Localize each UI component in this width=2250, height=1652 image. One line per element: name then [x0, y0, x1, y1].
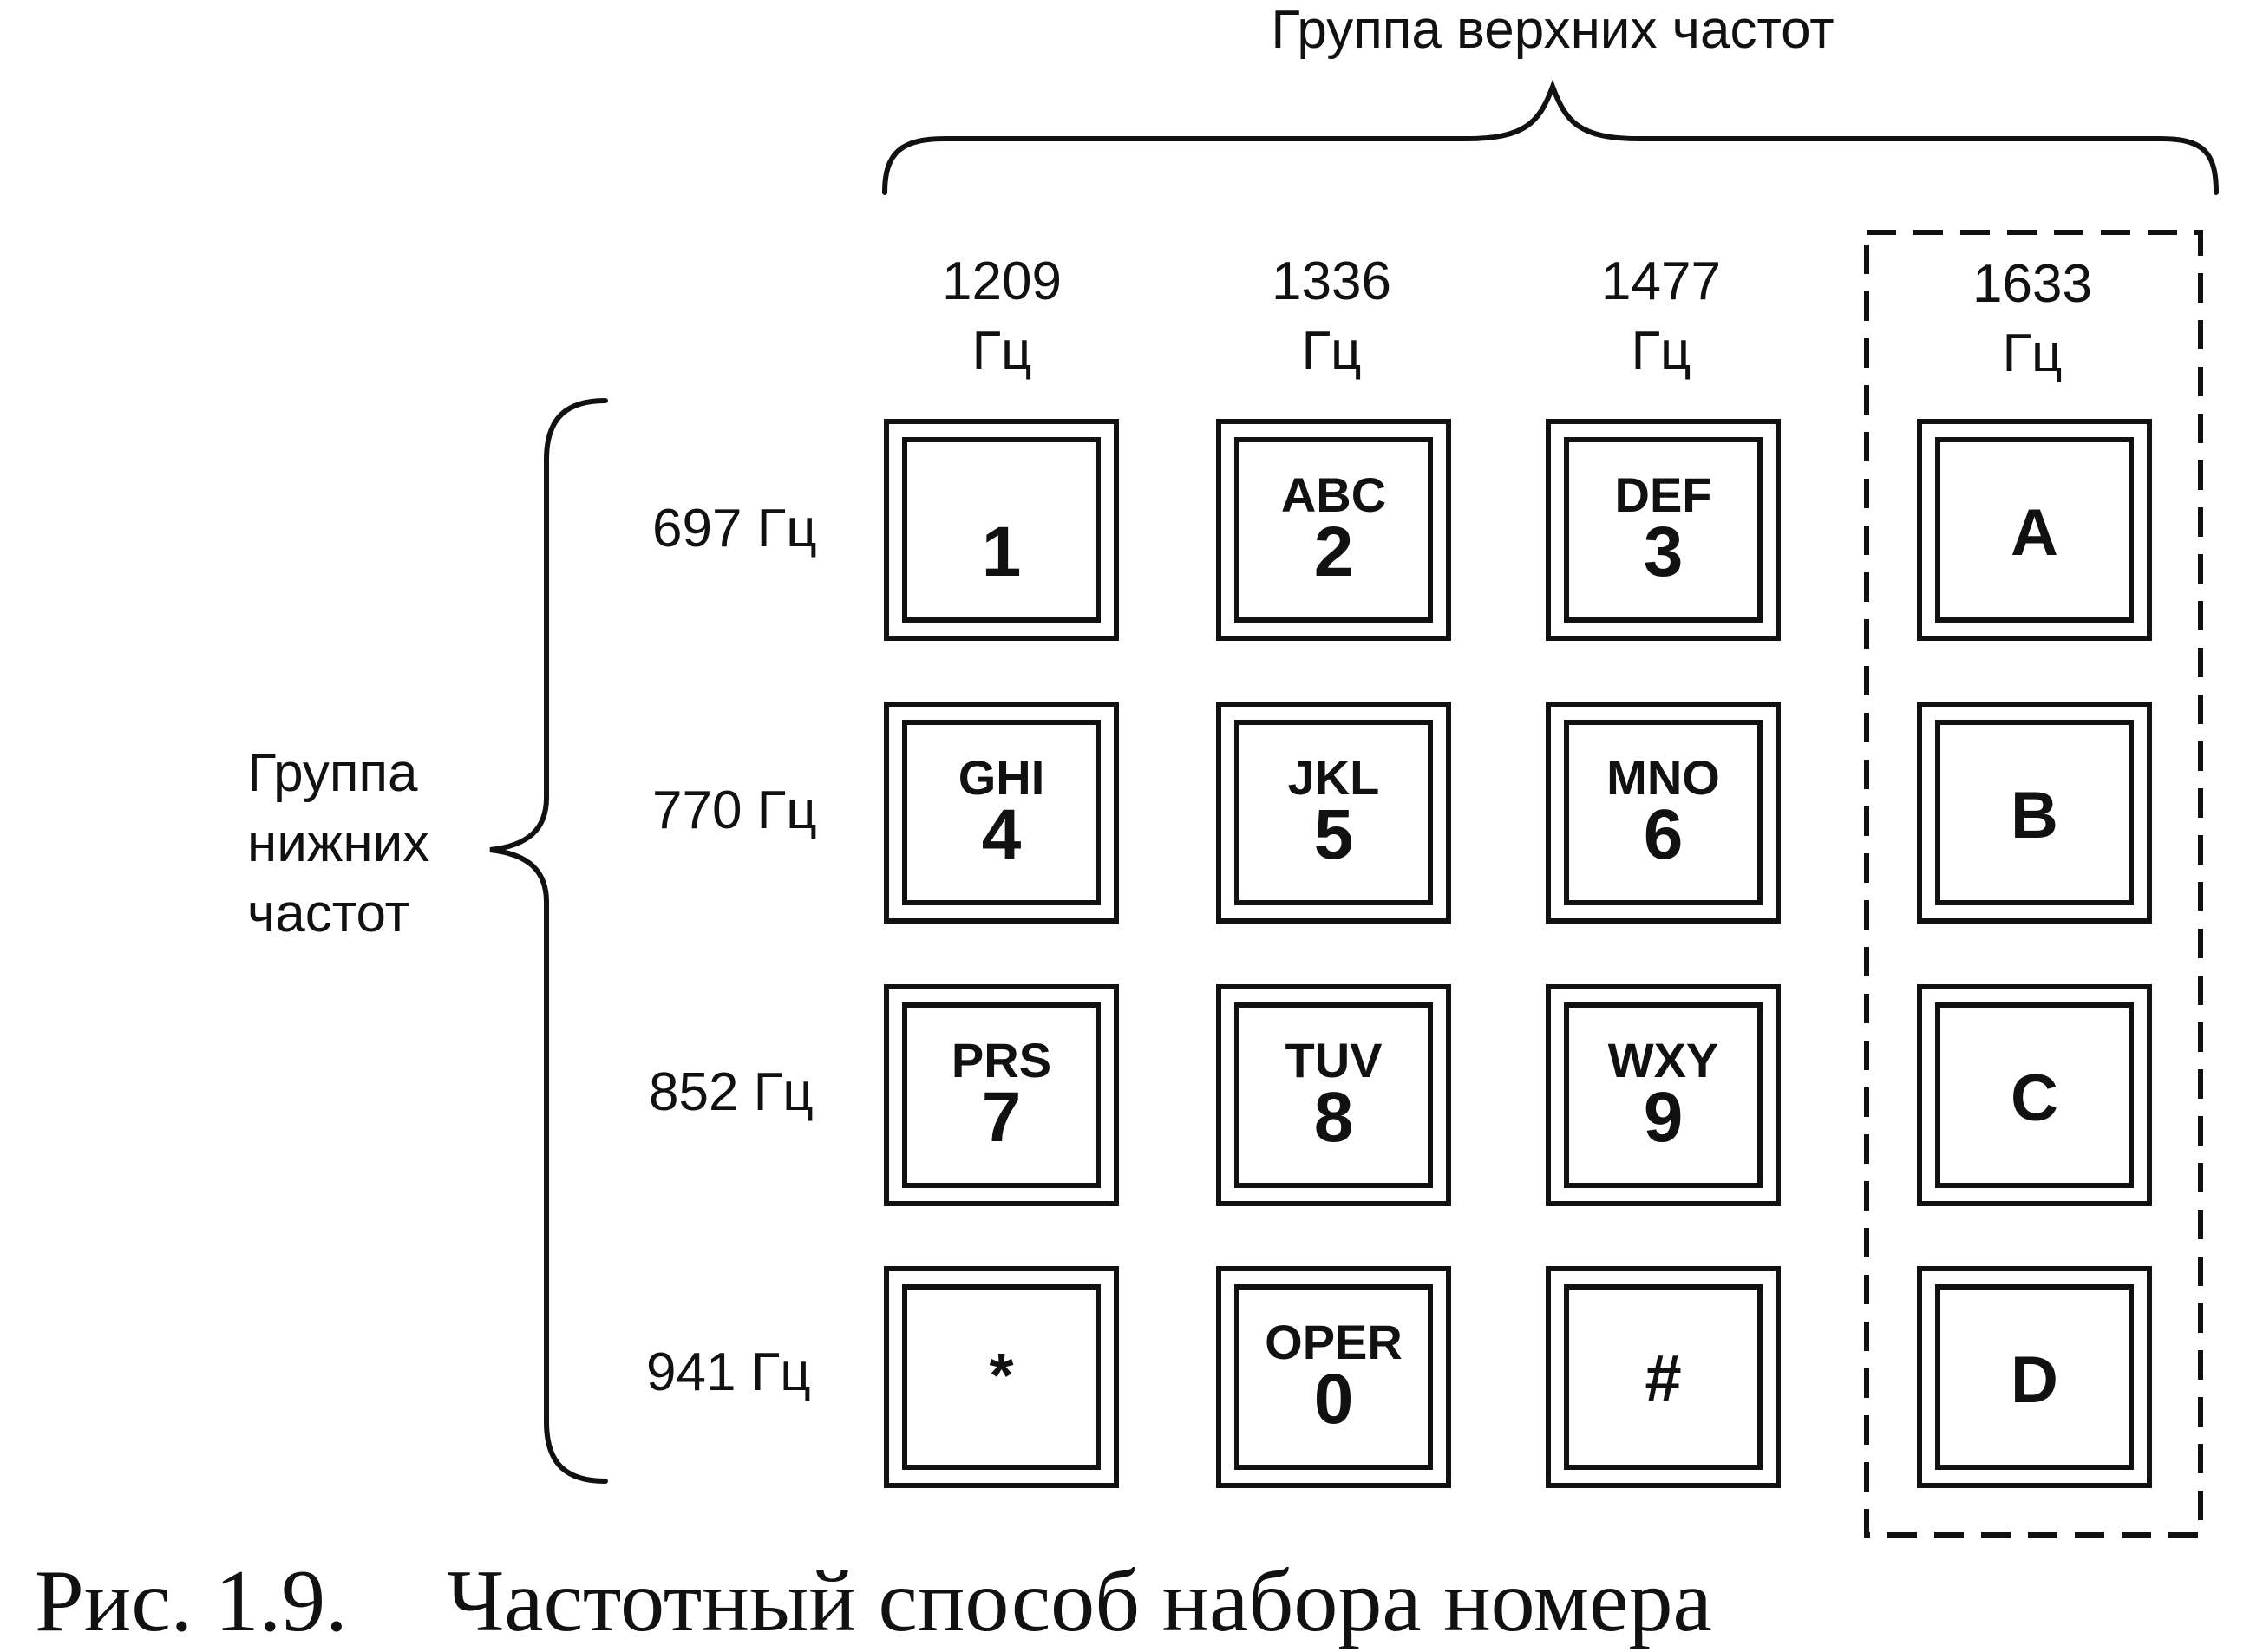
- key-star[interactable]: *: [884, 1266, 1119, 1488]
- key-b[interactable]: B: [1917, 702, 2152, 924]
- key-d[interactable]: D: [1917, 1266, 2152, 1488]
- key-c[interactable]: C: [1917, 984, 2152, 1206]
- row-freq-label: 770 Гц: [652, 780, 817, 840]
- key-digit: 4: [982, 795, 1022, 874]
- key-digit: 0: [1314, 1360, 1354, 1439]
- key-letters: ABC: [1281, 467, 1386, 522]
- lower-group-title-line: нижних: [247, 813, 429, 873]
- key-inner-frame: [902, 1284, 1101, 1470]
- key-inner-frame: [902, 720, 1101, 905]
- key-digit: 2: [1314, 513, 1354, 591]
- key-hash[interactable]: #: [1546, 1266, 1781, 1488]
- key-inner-frame: [1234, 720, 1433, 905]
- key-digit: C: [2011, 1061, 2058, 1135]
- key-1[interactable]: 1: [884, 419, 1119, 641]
- key-digit: A: [2011, 496, 2058, 570]
- row-freq-label: 852 Гц: [649, 1062, 814, 1122]
- column-freq-value: 1633: [1972, 254, 2092, 314]
- row-frequency-labels: 697 Гц 770 Гц 852 Гц 941 Гц: [646, 499, 817, 1402]
- key-inner-frame: [1935, 720, 2134, 905]
- extra-column-dashed-frame: [1864, 230, 2203, 1538]
- key-digit: 7: [982, 1078, 1022, 1157]
- column-freq-value: 1477: [1601, 251, 1721, 311]
- column-freq-value: 1336: [1272, 251, 1391, 311]
- upper-group-brace: [882, 79, 2219, 195]
- key-letters: PRS: [952, 1033, 1051, 1087]
- column-freq-unit: Гц: [1301, 321, 1361, 381]
- row-freq-label: 697 Гц: [652, 499, 817, 558]
- lower-group-title-line: Группа: [247, 743, 418, 803]
- key-letters: OPER: [1265, 1315, 1403, 1369]
- key-inner-frame: [1564, 1002, 1763, 1188]
- key-letters: MNO: [1606, 750, 1720, 805]
- figure-caption: Частотный способ набора номера: [447, 1552, 1712, 1650]
- key-digit: 9: [1644, 1078, 1684, 1157]
- key-digit: 5: [1314, 795, 1354, 874]
- key-digit: 3: [1644, 513, 1684, 591]
- key-inner-frame: [1935, 1284, 2134, 1470]
- column-freq-unit: Гц: [2002, 323, 2062, 383]
- column-frequency-labels: 1209 Гц 1336 Гц 1477 Гц 1633 Гц: [942, 251, 2092, 383]
- key-inner-frame: [902, 437, 1101, 623]
- key-digit: #: [1645, 1342, 1681, 1415]
- row-freq-label: 941 Гц: [646, 1342, 811, 1402]
- lower-group-brace: [489, 398, 608, 1484]
- key-inner-frame: [1234, 1284, 1433, 1470]
- key-digit: B: [2011, 779, 2058, 852]
- key-digit: *: [989, 1342, 1013, 1411]
- column-freq-unit: Гц: [971, 321, 1031, 381]
- upper-group-title: Группа верхних частот: [1271, 0, 1834, 60]
- key-inner-frame: [1564, 437, 1763, 623]
- key-digit: 6: [1644, 795, 1684, 874]
- column-freq-value: 1209: [942, 251, 1062, 311]
- column-freq-unit: Гц: [1631, 321, 1691, 381]
- key-inner-frame: [1564, 1284, 1763, 1470]
- key-letters: JKL: [1288, 750, 1380, 805]
- lower-group-title: Группа нижних частот: [247, 743, 429, 944]
- key-letters: GHI: [958, 750, 1045, 805]
- key-inner-frame: [1234, 437, 1433, 623]
- key-inner-frame: [902, 1002, 1101, 1188]
- figure-number: Рис. 1.9.: [35, 1552, 348, 1650]
- key-inner-frame: [1564, 720, 1763, 905]
- key-letters: WXY: [1608, 1033, 1719, 1087]
- key-inner-frame: [1935, 1002, 2134, 1188]
- key-letters: DEF: [1615, 467, 1712, 522]
- key-digit: D: [2011, 1343, 2058, 1417]
- key-digit: 8: [1314, 1078, 1354, 1157]
- key-digit: 1: [982, 513, 1022, 591]
- key-letters: TUV: [1285, 1033, 1383, 1087]
- lower-group-title-line: частот: [247, 884, 409, 944]
- key-a[interactable]: A: [1917, 419, 2152, 641]
- key-inner-frame: [1935, 437, 2134, 623]
- key-inner-frame: [1234, 1002, 1433, 1188]
